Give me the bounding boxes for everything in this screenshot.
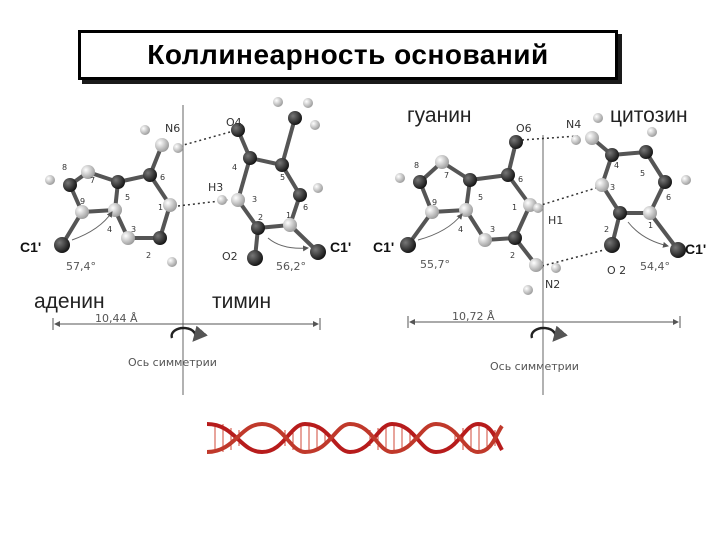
atom-label-o2-right: O 2 — [607, 264, 626, 277]
axis-caption-left: Ось симметрии — [128, 356, 217, 369]
svg-text:3: 3 — [490, 225, 495, 234]
hydrogen-bonds-left — [177, 131, 231, 207]
label-thymine: тимин — [212, 290, 272, 313]
atom-label-o4: O4 — [226, 116, 242, 129]
atom-label-c1-adenine: C1' — [20, 239, 41, 255]
svg-text:5: 5 — [280, 173, 285, 182]
atom-label-n4: N4 — [566, 118, 581, 131]
rotation-icon-right — [530, 325, 568, 342]
angle-arc-thymine — [267, 237, 309, 252]
angle-arc-cytosine — [627, 221, 669, 248]
helix-rungs — [214, 424, 496, 452]
svg-text:2: 2 — [604, 225, 609, 234]
ring-numbers-left: 8 7 9 5 6 1 4 3 2 4 5 3 6 2 1 — [62, 163, 308, 260]
svg-text:4: 4 — [232, 163, 237, 172]
angle-label-guanine: 55,7° — [420, 258, 450, 271]
helix-strand-2 — [206, 421, 504, 455]
svg-text:2: 2 — [146, 251, 151, 260]
atom-label-o2: O2 — [222, 250, 238, 263]
svg-text:3: 3 — [610, 183, 615, 192]
svg-text:1: 1 — [286, 211, 291, 220]
svg-text:7: 7 — [444, 171, 449, 180]
atom-label-c1-cytosine: C1' — [685, 241, 706, 257]
atom-label-c1-guanine: C1' — [373, 239, 394, 255]
thymine-bonds — [236, 116, 320, 260]
atom-label-h1: H1 — [548, 214, 563, 227]
angle-arc-guanine — [417, 213, 463, 241]
svg-text:6: 6 — [666, 193, 671, 202]
atom-label-c1-thymine: C1' — [330, 239, 351, 255]
label-adenine: аденин — [34, 290, 105, 313]
adenine-atoms — [45, 125, 183, 267]
ring-numbers-right: 8 7 9 5 6 4 1 3 2 4 5 3 6 2 1 — [414, 161, 671, 260]
cytosine-atoms — [571, 113, 691, 258]
svg-text:1: 1 — [512, 203, 517, 212]
svg-text:5: 5 — [478, 193, 483, 202]
svg-text:2: 2 — [510, 251, 515, 260]
svg-text:5: 5 — [640, 169, 645, 178]
svg-text:5: 5 — [125, 193, 130, 202]
svg-text:9: 9 — [80, 197, 85, 206]
label-guanine: гуанин — [407, 104, 472, 127]
atom-label-n2: N2 — [545, 278, 560, 291]
guanine-cytosine-pair: O6 N4 H1 N2 O 2 C1' C1' 8 7 9 5 6 4 1 3 … — [373, 113, 706, 395]
atom-label-n6: N6 — [165, 122, 180, 135]
guanine-atoms — [395, 135, 561, 295]
svg-text:1: 1 — [158, 203, 163, 212]
svg-text:4: 4 — [107, 225, 112, 234]
axis-caption-right: Ось симметрии — [490, 360, 579, 373]
svg-text:8: 8 — [414, 161, 419, 170]
svg-text:9: 9 — [432, 198, 437, 207]
svg-text:2: 2 — [258, 213, 263, 222]
rotation-icon-left — [170, 325, 208, 342]
svg-text:7: 7 — [90, 176, 95, 185]
helix-strand-1 — [206, 421, 504, 455]
svg-text:3: 3 — [252, 195, 257, 204]
page-title: Коллинеарность оснований — [147, 39, 549, 70]
svg-text:4: 4 — [614, 161, 619, 170]
adenine-thymine-pair: N6 O4 H3 O2 C1' C1' 8 7 9 5 6 1 4 3 2 4 … — [20, 97, 351, 395]
atom-label-h3: H3 — [208, 181, 223, 194]
title-box: Коллинеарность оснований — [78, 30, 618, 80]
thymine-atoms — [217, 97, 326, 266]
svg-text:6: 6 — [303, 203, 308, 212]
angle-label-thymine: 56,2° — [276, 260, 306, 273]
svg-text:1: 1 — [648, 221, 653, 230]
angle-label-adenine: 57,4° — [66, 260, 96, 273]
dna-helix — [195, 410, 515, 470]
atom-label-o6: O6 — [516, 122, 532, 135]
svg-text:8: 8 — [62, 163, 67, 172]
distance-label-left: 10,44 Å — [95, 312, 138, 325]
svg-text:6: 6 — [160, 173, 165, 182]
svg-text:3: 3 — [131, 225, 136, 234]
adenine-bonds — [60, 143, 172, 247]
distance-label-right: 10,72 Å — [452, 310, 495, 323]
angle-arc-adenine — [71, 211, 113, 241]
svg-text:4: 4 — [458, 225, 463, 234]
angle-label-cytosine: 54,4° — [640, 260, 670, 273]
label-cytosine: цитозин — [610, 104, 688, 127]
svg-text:6: 6 — [518, 175, 523, 184]
hydrogen-bonds-right — [521, 135, 605, 267]
